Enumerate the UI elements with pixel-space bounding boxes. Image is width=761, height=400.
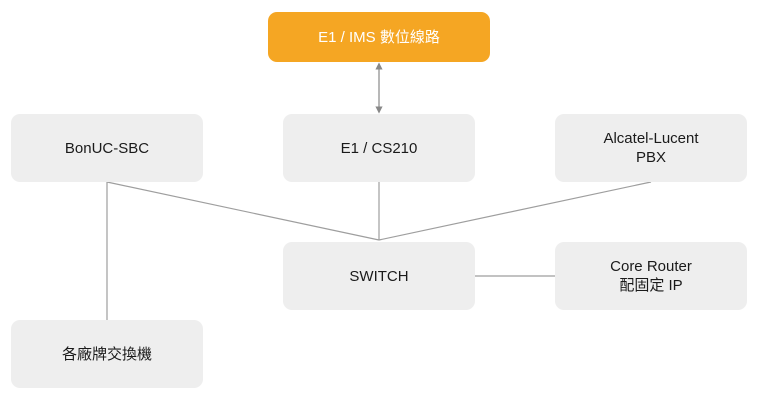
switch-node: SWITCH <box>283 242 475 310</box>
brand-pbx-node: 各廠牌交換機 <box>11 320 203 388</box>
core-router-label-line2: 配固定 IP <box>619 277 683 294</box>
connector-bonuc-switch <box>106 181 380 241</box>
e1-ims-digital-line-node: E1 / IMS 數位線路 <box>268 12 490 62</box>
core-router-node: Core Router 配固定 IP <box>555 242 747 310</box>
bonuc-sbc-node: BonUC-SBC <box>11 114 203 182</box>
e1-cs210-node: E1 / CS210 <box>283 114 475 182</box>
alcatel-lucent-label-line2: PBX <box>635 149 666 166</box>
alcatel-lucent-pbx-node: Alcatel-Lucent PBX <box>555 114 747 182</box>
core-router-label-line1: Core Router <box>610 258 692 275</box>
switch-label: SWITCH <box>349 267 409 285</box>
bonuc-sbc-label: BonUC-SBC <box>64 139 150 157</box>
connector-alcatel-switch <box>378 181 652 241</box>
alcatel-lucent-label-line1: Alcatel-Lucent <box>603 130 699 147</box>
e1-cs210-label: E1 / CS210 <box>340 139 418 157</box>
brand-pbx-label: 各廠牌交換機 <box>61 345 152 363</box>
e1-ims-label: E1 / IMS 數位線路 <box>318 28 440 46</box>
